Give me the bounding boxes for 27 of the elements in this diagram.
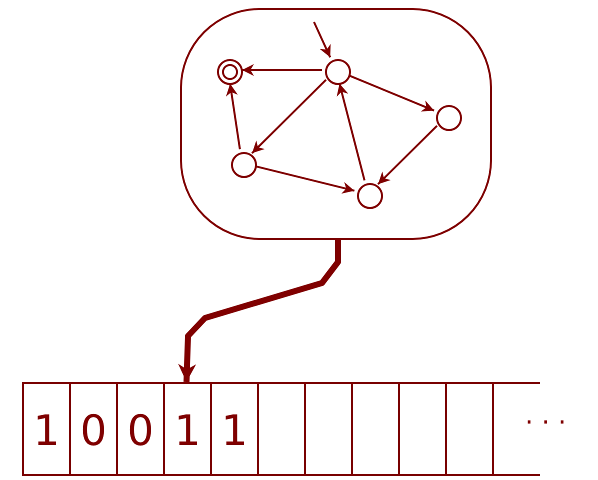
tape-cell <box>445 382 492 476</box>
arrow <box>251 79 327 154</box>
tape-cell <box>351 382 398 476</box>
state-circle <box>231 152 257 178</box>
tape-cell: 1 <box>210 382 257 476</box>
tape-cell <box>492 382 540 476</box>
arrow <box>255 165 355 194</box>
arrow <box>348 74 434 112</box>
arrow <box>336 83 366 181</box>
tape-cell: 0 <box>116 382 163 476</box>
ellipsis: · · · <box>525 408 566 438</box>
arrow <box>313 22 332 58</box>
arrow <box>377 125 438 185</box>
tape-cell: 1 <box>22 382 69 476</box>
state-circle <box>357 183 383 209</box>
tape-cell: 0 <box>69 382 116 476</box>
arrow <box>226 84 241 150</box>
tape-cell <box>304 382 351 476</box>
control-box <box>180 8 492 240</box>
accept-state-circle <box>217 59 243 85</box>
tape-cell: 1 <box>163 382 210 476</box>
tape-cell <box>257 382 304 476</box>
tape-cell <box>398 382 445 476</box>
arrow <box>242 64 322 76</box>
arrow <box>178 240 341 382</box>
state-circle <box>436 105 462 131</box>
state-circle <box>325 59 351 85</box>
